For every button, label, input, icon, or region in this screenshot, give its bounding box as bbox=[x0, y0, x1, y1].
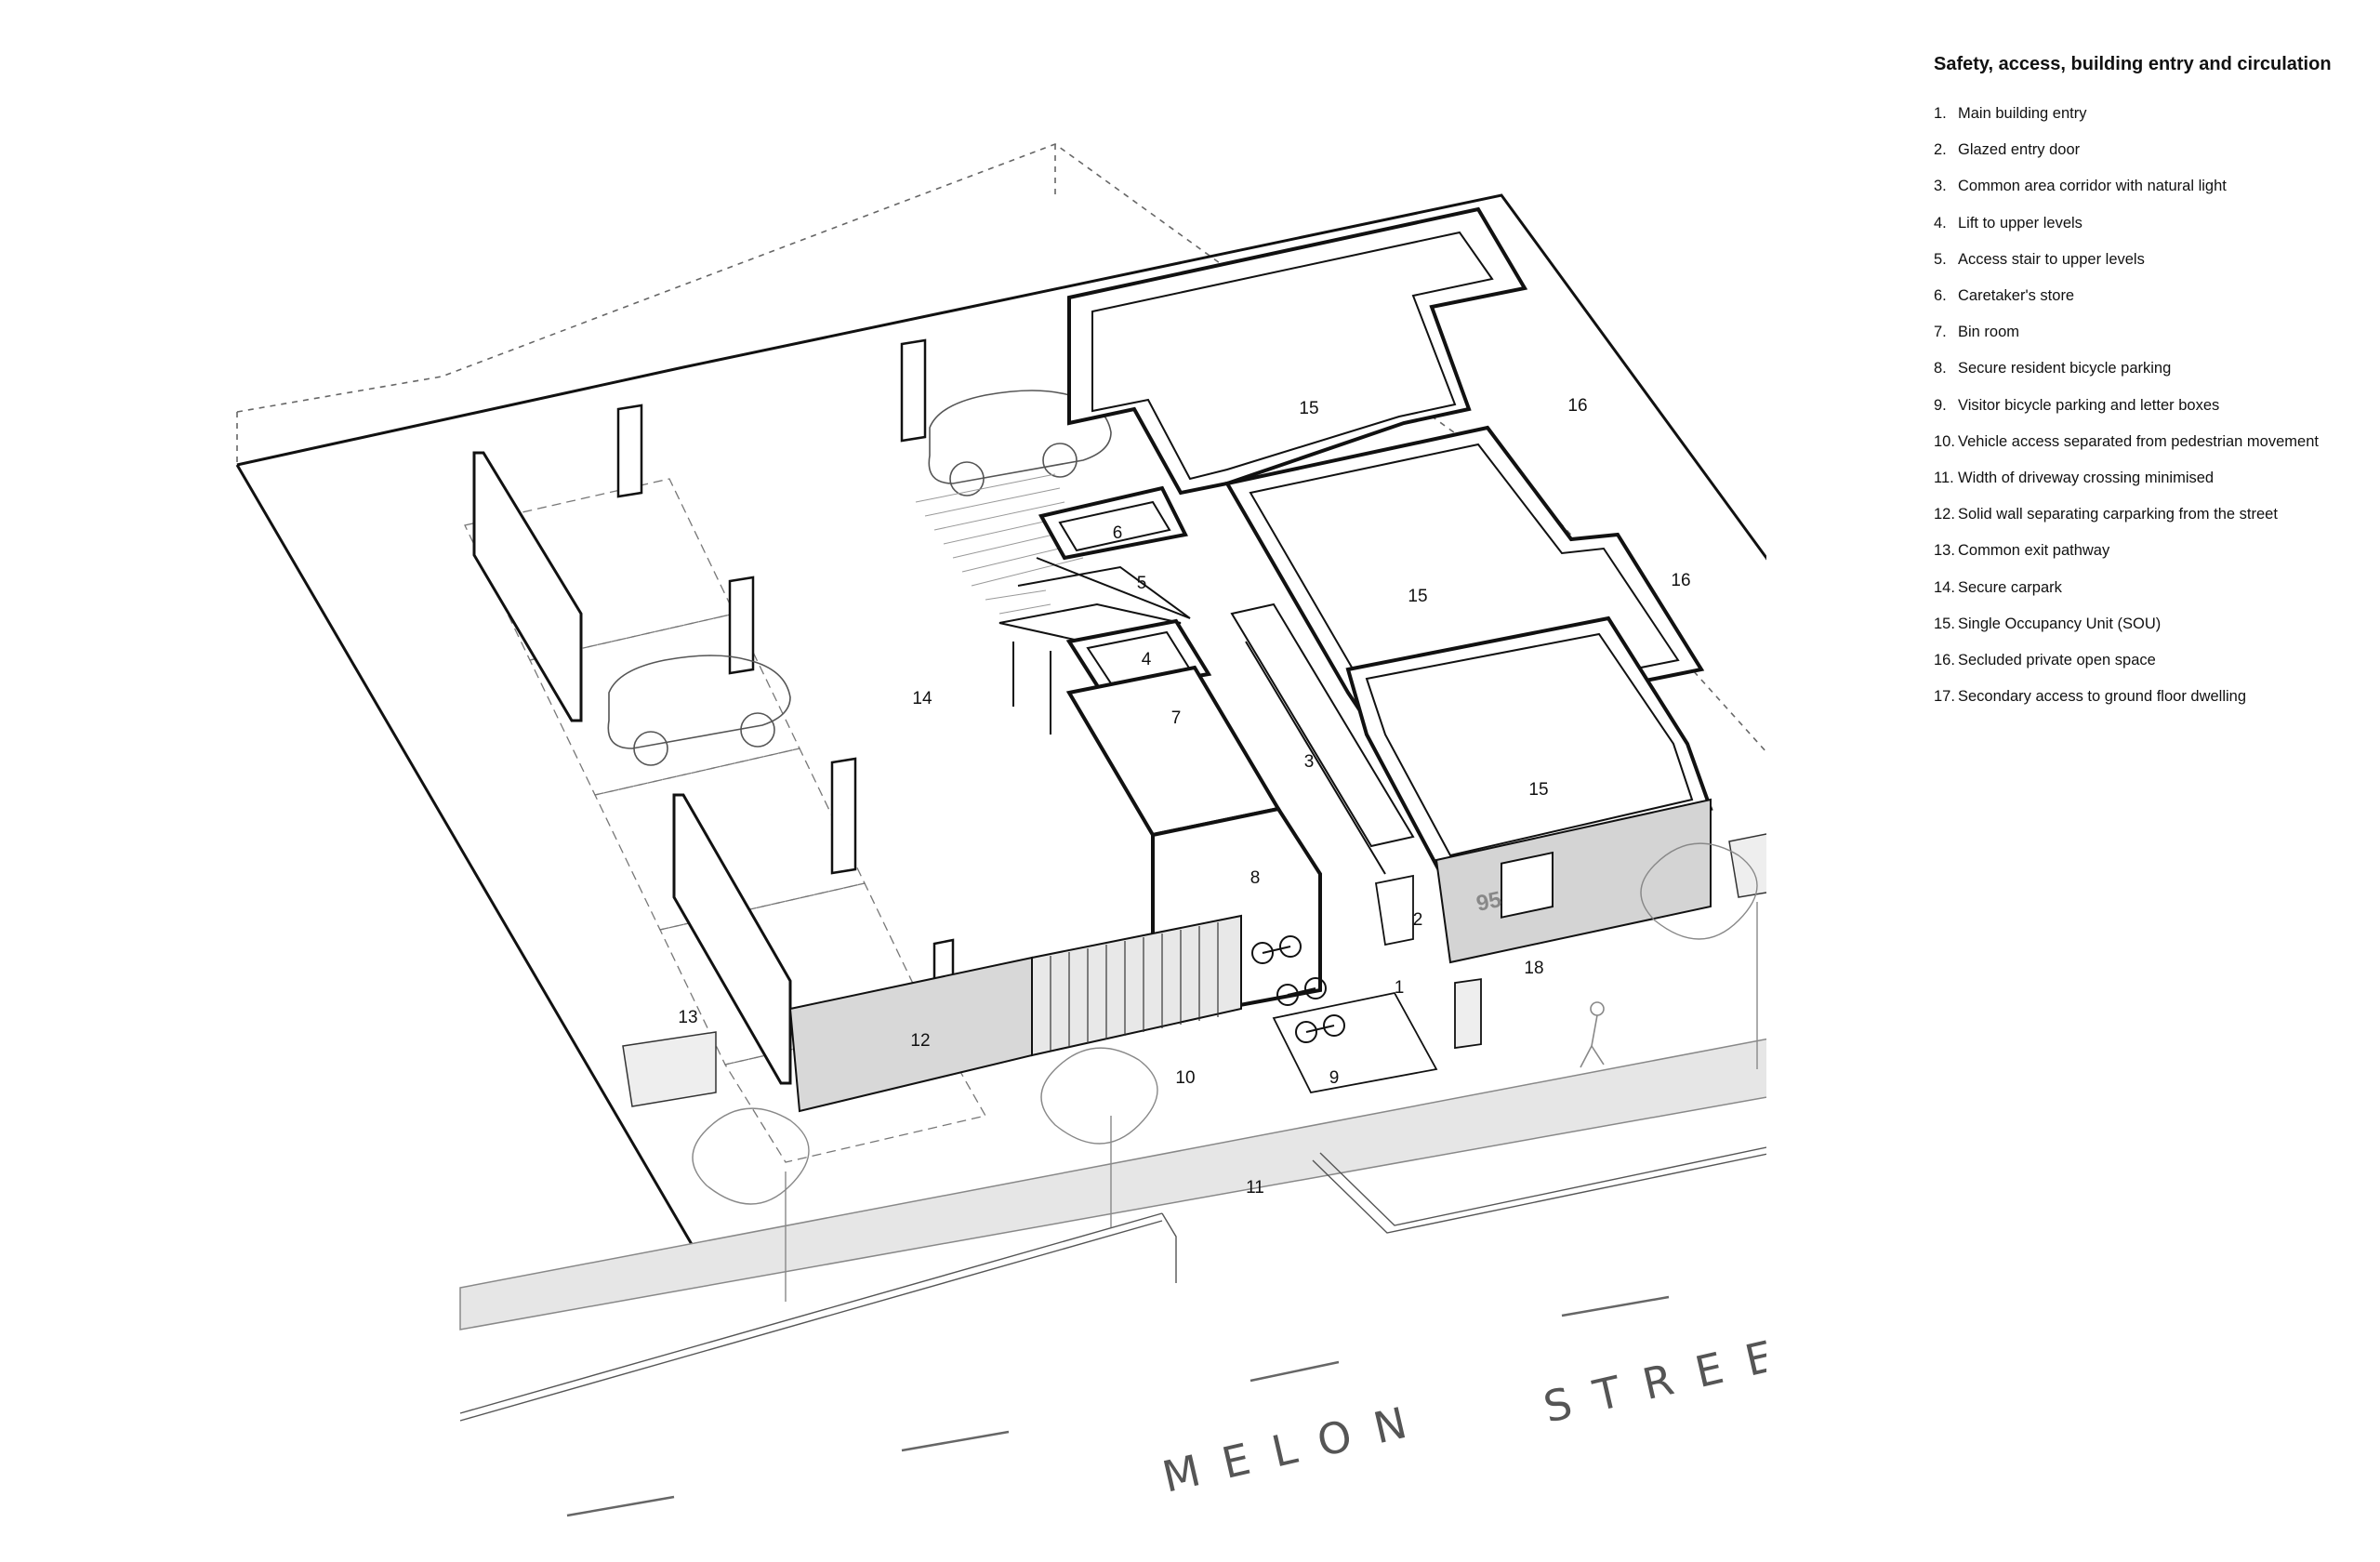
label-10: 10 bbox=[1175, 1068, 1195, 1088]
legend-item: 7.Bin room bbox=[1934, 324, 2020, 341]
site-outline bbox=[235, 193, 1766, 1247]
label-15a: 15 bbox=[1299, 399, 1318, 418]
lane-markings bbox=[566, 1295, 1670, 1517]
house-number: 95 bbox=[1474, 887, 1504, 917]
legend-title: Safety, access, building entry and circu… bbox=[1934, 54, 2332, 74]
legend-item: 5.Access stair to upper levels bbox=[1934, 250, 2145, 268]
street-name-street: STREET bbox=[1539, 1315, 1766, 1433]
legend-item: 11.Width of driveway crossing minimised bbox=[1934, 470, 2215, 487]
label-16b: 16 bbox=[1671, 571, 1690, 590]
carpark-walls bbox=[472, 451, 792, 1085]
legend-item: 14.Secure carpark bbox=[1934, 578, 2062, 596]
label-7: 7 bbox=[1171, 708, 1182, 728]
legend-item: 4.Lift to upper levels bbox=[1934, 214, 2082, 232]
pedestrian bbox=[1580, 1001, 1605, 1068]
building-walls bbox=[1038, 206, 1713, 1016]
legend-item: 17.Secondary access to ground floor dwel… bbox=[1934, 688, 2247, 706]
stair-block bbox=[998, 557, 1191, 735]
label-9: 9 bbox=[1329, 1068, 1340, 1088]
street-trees bbox=[692, 842, 1758, 1302]
legend-item: 13.Common exit pathway bbox=[1934, 542, 2110, 560]
bollards bbox=[616, 338, 955, 986]
brick-facade: 95 bbox=[1435, 798, 1712, 964]
axonometric-site-plan: 95 bbox=[235, 143, 1766, 1517]
label-5: 5 bbox=[1137, 574, 1147, 593]
street-name-melon: MELON bbox=[1157, 1392, 1435, 1502]
car-outlines bbox=[607, 390, 1112, 766]
legend: Safety, access, building entry and circu… bbox=[1934, 54, 2361, 715]
label-13: 13 bbox=[678, 1008, 697, 1027]
label-14: 14 bbox=[912, 689, 932, 708]
label-2: 2 bbox=[1413, 910, 1423, 930]
legend-item: 9.Visitor bicycle parking and letter box… bbox=[1934, 396, 2220, 414]
entry-area bbox=[1272, 874, 1482, 1094]
legend-item: 6.Caretaker's store bbox=[1934, 287, 2075, 305]
label-15b: 15 bbox=[1408, 587, 1427, 606]
label-8: 8 bbox=[1250, 868, 1261, 888]
label-18: 18 bbox=[1524, 959, 1543, 978]
legend-item: 8.Secure resident bicycle parking bbox=[1934, 360, 2172, 377]
label-16a: 16 bbox=[1567, 396, 1587, 416]
legend-item: 3.Common area corridor with natural ligh… bbox=[1934, 178, 2227, 195]
label-1: 1 bbox=[1395, 978, 1405, 998]
road-lines bbox=[459, 1146, 1766, 1422]
front-wall bbox=[788, 914, 1242, 1113]
footpath bbox=[459, 1038, 1766, 1330]
legend-list: 1.Main building entry 2.Glazed entry doo… bbox=[1934, 96, 2361, 715]
legend-item: 1.Main building entry bbox=[1934, 105, 2087, 122]
bicycles bbox=[1251, 935, 1345, 1043]
corridor bbox=[1230, 602, 1415, 875]
legend-item: 16.Secluded private open space bbox=[1934, 652, 2156, 669]
site-boundary-dashed bbox=[236, 143, 1766, 754]
legend-item: 2.Glazed entry door bbox=[1934, 141, 2081, 159]
label-4: 4 bbox=[1142, 650, 1152, 669]
label-11: 11 bbox=[1246, 1178, 1264, 1198]
label-3: 3 bbox=[1304, 752, 1315, 772]
legend-item: 15.Single Occupancy Unit (SOU) bbox=[1934, 615, 2162, 632]
label-6: 6 bbox=[1113, 523, 1123, 543]
area-labels: 1 2 3 4 5 6 7 8 9 10 11 12 13 14 15 15 1… bbox=[678, 396, 1690, 1198]
label-12: 12 bbox=[910, 1031, 930, 1051]
legend-item: 10.Vehicle access separated from pedestr… bbox=[1934, 432, 2319, 450]
legend-item: 12.Solid wall separating carparking from… bbox=[1934, 506, 2278, 523]
label-15c: 15 bbox=[1528, 780, 1548, 800]
